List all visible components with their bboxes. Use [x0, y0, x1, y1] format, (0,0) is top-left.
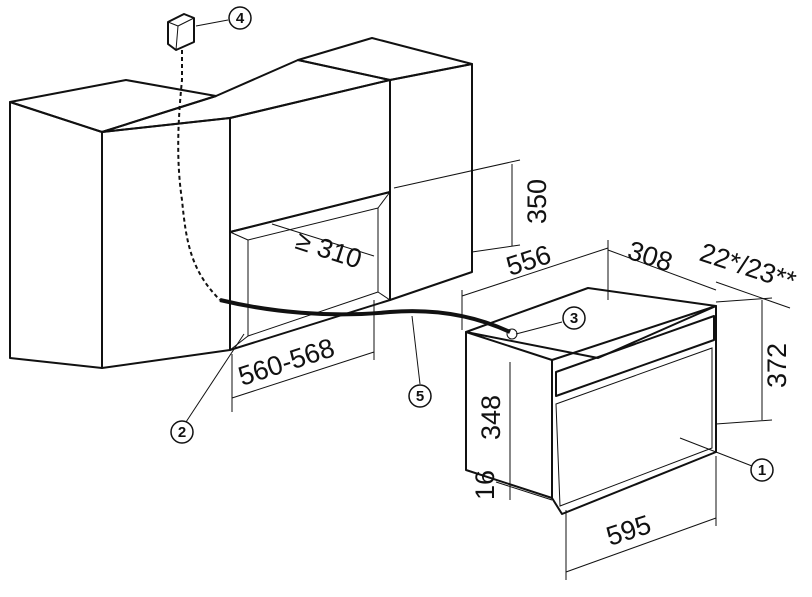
dim-label-bottom-offset: 16 — [470, 470, 500, 500]
dim-label-niche-width: 560-568 — [235, 333, 339, 392]
left-cabinet-front — [9, 101, 103, 369]
callout-2: 2 — [170, 333, 245, 444]
dim-extension — [715, 297, 773, 303]
niche-opening — [229, 191, 391, 351]
callout-circle — [408, 384, 432, 408]
right-cabinet-front — [389, 63, 473, 301]
dim-extension — [393, 159, 521, 189]
callout-number: 3 — [570, 310, 578, 327]
dim-line-front-thickness — [715, 281, 791, 309]
dim-label-front-thickness: 22*/23** — [696, 237, 800, 296]
niche-back-wall — [247, 207, 379, 337]
callout-5: 5 — [408, 315, 432, 408]
dim-line-niche-depth — [271, 223, 375, 257]
callout-number: 1 — [758, 462, 766, 479]
dim-label-niche-height: 350 — [522, 179, 552, 224]
right-cabinet-top — [297, 37, 473, 81]
dim-extension — [715, 419, 773, 425]
niche-edge-line — [377, 291, 391, 301]
dim-label-front-width: 595 — [603, 509, 655, 551]
callout-leader — [679, 437, 753, 467]
appliance-door — [555, 347, 713, 507]
junction-box-edge — [175, 25, 179, 51]
dim-label-appliance-depth: 556 — [503, 239, 555, 281]
dim-line-front-width — [565, 517, 717, 573]
dim-label-cavity-depth: 308 — [624, 235, 676, 277]
appliance — [465, 287, 717, 515]
junction-box — [167, 13, 195, 51]
dim-line-cavity-depth — [607, 249, 717, 291]
callout-leader — [515, 321, 563, 335]
callout-number: 5 — [416, 388, 424, 405]
supply-cable-dashed — [177, 50, 221, 301]
upper-cabinet-front — [229, 79, 391, 233]
appliance-front-panel — [551, 305, 717, 515]
callout-circle — [228, 6, 252, 30]
niche-edge-line — [229, 231, 249, 241]
junction-box-body — [167, 13, 195, 51]
dim-line-niche-width — [231, 351, 375, 399]
appliance-control-strip — [555, 315, 715, 397]
callout-4: 4 — [195, 6, 252, 30]
callout-number: 2 — [178, 424, 186, 441]
niche-edge-line — [377, 191, 391, 209]
dim-label-body-height: 348 — [476, 395, 506, 440]
callout-leader — [195, 19, 229, 27]
callout-3: 3 — [515, 306, 586, 335]
callout-number: 4 — [236, 10, 245, 27]
callout-leader — [411, 315, 421, 385]
junction-box-edge — [167, 21, 179, 27]
callout-circle — [562, 306, 586, 330]
connection-plug — [506, 328, 518, 340]
callout-1: 1 — [679, 437, 774, 482]
callout-leader — [185, 333, 245, 423]
dim-extension — [495, 481, 553, 501]
callout-circle — [750, 458, 774, 482]
niche-edge-line — [229, 335, 249, 351]
connection-cable — [219, 298, 511, 334]
callout-circle — [170, 420, 194, 444]
junction-box-edge — [177, 17, 195, 27]
dim-label-front-height: 372 — [762, 343, 792, 388]
middle-cabinet-front — [101, 117, 231, 369]
dim-line-appliance-depth — [461, 247, 609, 297]
dimension-lines — [231, 159, 791, 580]
dim-extension — [471, 244, 521, 253]
dim-label-niche-depth: ≥ 310 — [292, 225, 365, 274]
cabinet-unit — [9, 37, 473, 369]
